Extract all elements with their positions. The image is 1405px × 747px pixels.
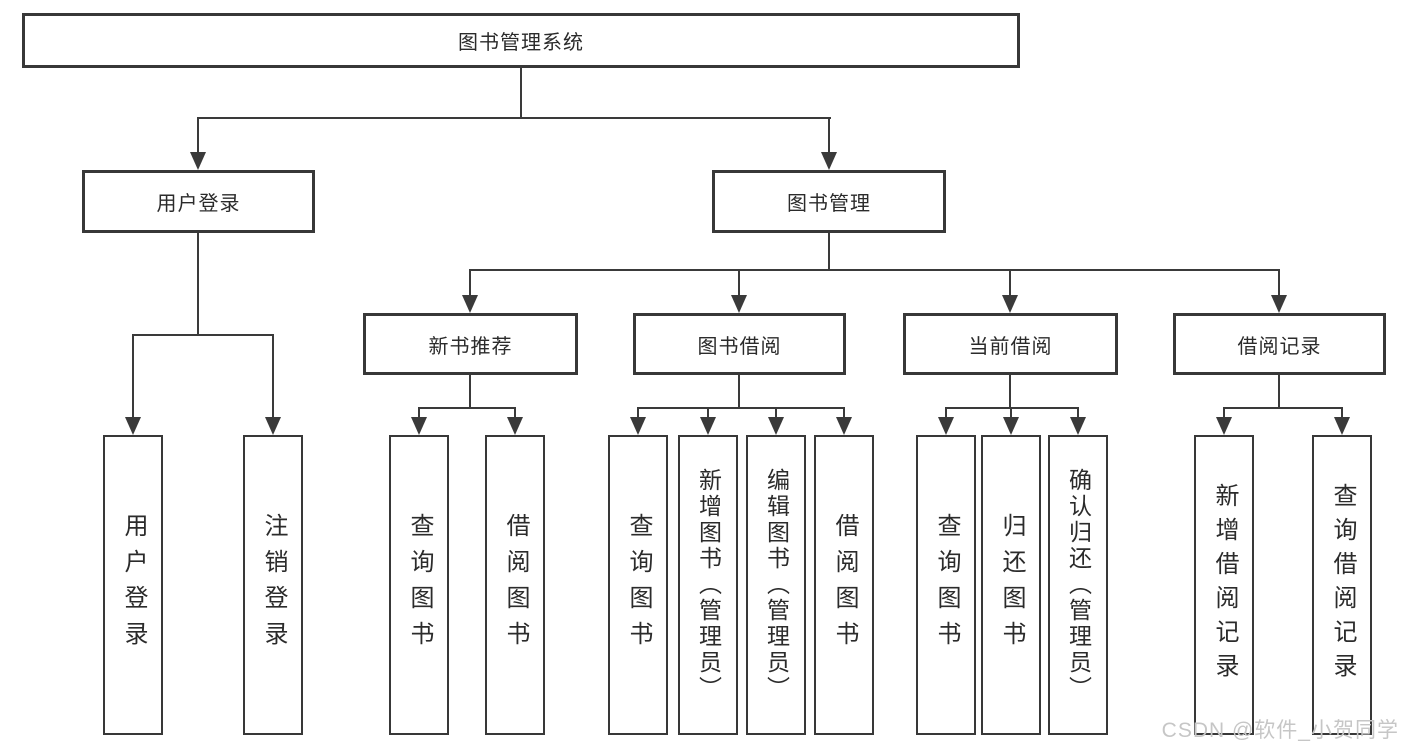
connector-line [738,375,740,408]
connector-line [707,407,709,419]
leaf-query-books-recommend: 查询图书 [389,435,449,735]
connector-line [1278,375,1280,408]
connector-line [1010,407,1012,419]
leaf-logout: 注销登录 [243,435,303,735]
leaf-confirm-return-admin-label: 确认归还（管理员） [1065,468,1092,702]
connector-line [828,233,830,270]
arrowhead-icon [265,417,281,435]
leaf-edit-books-admin: 编辑图书（管理员） [746,435,806,735]
connector-line [738,269,740,297]
arrowhead-icon [821,152,837,170]
leaf-query-borrow-record: 查询借阅记录 [1312,435,1372,735]
node-root: 图书管理系统 [22,13,1020,68]
leaf-return-books: 归还图书 [981,435,1041,735]
node-current-borrowing-label: 当前借阅 [968,335,1053,358]
connector-line [514,407,516,419]
connector-line [418,407,420,419]
node-borrowing-records-label: 借阅记录 [1237,335,1322,358]
arrowhead-icon [938,417,954,435]
leaf-return-books-label: 归还图书 [998,513,1025,657]
leaf-borrow-books-borrowing: 借阅图书 [814,435,874,735]
leaf-query-books-current: 查询图书 [916,435,976,735]
connector-line [469,269,1280,271]
leaf-add-books-admin: 新增图书（管理员） [678,435,738,735]
arrowhead-icon [836,417,852,435]
connector-line [197,233,199,335]
node-root-label: 图书管理系统 [458,32,584,54]
leaf-query-books-recommend-label: 查询图书 [406,513,433,657]
connector-line [945,407,1079,409]
connector-line [1077,407,1079,419]
connector-line [945,407,947,419]
connector-line [469,269,471,297]
connector-line [828,117,830,155]
leaf-query-books-borrowing: 查询图书 [608,435,668,735]
connector-line [197,117,199,155]
node-book-management: 图书管理 [712,170,946,233]
leaf-logout-label: 注销登录 [260,513,287,657]
arrowhead-icon [700,417,716,435]
node-book-borrowing: 图书借阅 [633,313,846,375]
leaf-user-login: 用户登录 [103,435,163,735]
node-book-borrowing-label: 图书借阅 [697,335,782,358]
arrowhead-icon [1271,295,1287,313]
arrowhead-icon [1003,417,1019,435]
arrowhead-icon [507,417,523,435]
leaf-add-borrow-record-label: 新增借阅记录 [1211,483,1238,687]
connector-line [775,407,777,419]
connector-line [132,334,274,336]
node-user-login-branch-label: 用户登录 [156,193,241,215]
connector-line [418,407,516,409]
arrowhead-icon [630,417,646,435]
leaf-edit-books-admin-label: 编辑图书（管理员） [763,468,790,702]
leaf-query-borrow-record-label: 查询借阅记录 [1329,483,1356,687]
node-new-book-recommend: 新书推荐 [363,313,578,375]
node-user-login-branch: 用户登录 [82,170,315,233]
connector-line [1223,407,1225,419]
connector-line [1223,407,1343,409]
arrowhead-icon [411,417,427,435]
node-borrowing-records: 借阅记录 [1173,313,1386,375]
connector-line [843,407,845,419]
arrowhead-icon [1002,295,1018,313]
connector-line [1009,375,1011,408]
arrowhead-icon [190,152,206,170]
csdn-watermark: CSDN @软件_小贺同学 [1161,719,1399,742]
arrowhead-icon [125,417,141,435]
connector-line [637,407,845,409]
connector-line [132,334,134,419]
connector-line [469,375,471,408]
arrowhead-icon [768,417,784,435]
arrowhead-icon [1070,417,1086,435]
arrowhead-icon [1216,417,1232,435]
leaf-query-books-borrowing-label: 查询图书 [625,513,652,657]
connector-line [637,407,639,419]
node-current-borrowing: 当前借阅 [903,313,1118,375]
arrowhead-icon [1334,417,1350,435]
leaf-user-login-label: 用户登录 [120,513,147,657]
leaf-borrow-books-recommend-label: 借阅图书 [502,513,529,657]
arrowhead-icon [731,295,747,313]
connector-line [1278,269,1280,297]
leaf-query-books-current-label: 查询图书 [933,513,960,657]
leaf-borrow-books-borrowing-label: 借阅图书 [831,513,858,657]
leaf-add-books-admin-label: 新增图书（管理员） [695,468,722,702]
connector-line [197,117,831,119]
node-new-book-recommend-label: 新书推荐 [428,335,513,358]
node-book-management-label: 图书管理 [787,193,871,215]
leaf-confirm-return-admin: 确认归还（管理员） [1048,435,1108,735]
leaf-borrow-books-recommend: 借阅图书 [485,435,545,735]
connector-line [520,68,522,118]
connector-line [272,334,274,419]
connector-line [1341,407,1343,419]
arrowhead-icon [462,295,478,313]
leaf-add-borrow-record: 新增借阅记录 [1194,435,1254,735]
connector-line [1009,269,1011,297]
